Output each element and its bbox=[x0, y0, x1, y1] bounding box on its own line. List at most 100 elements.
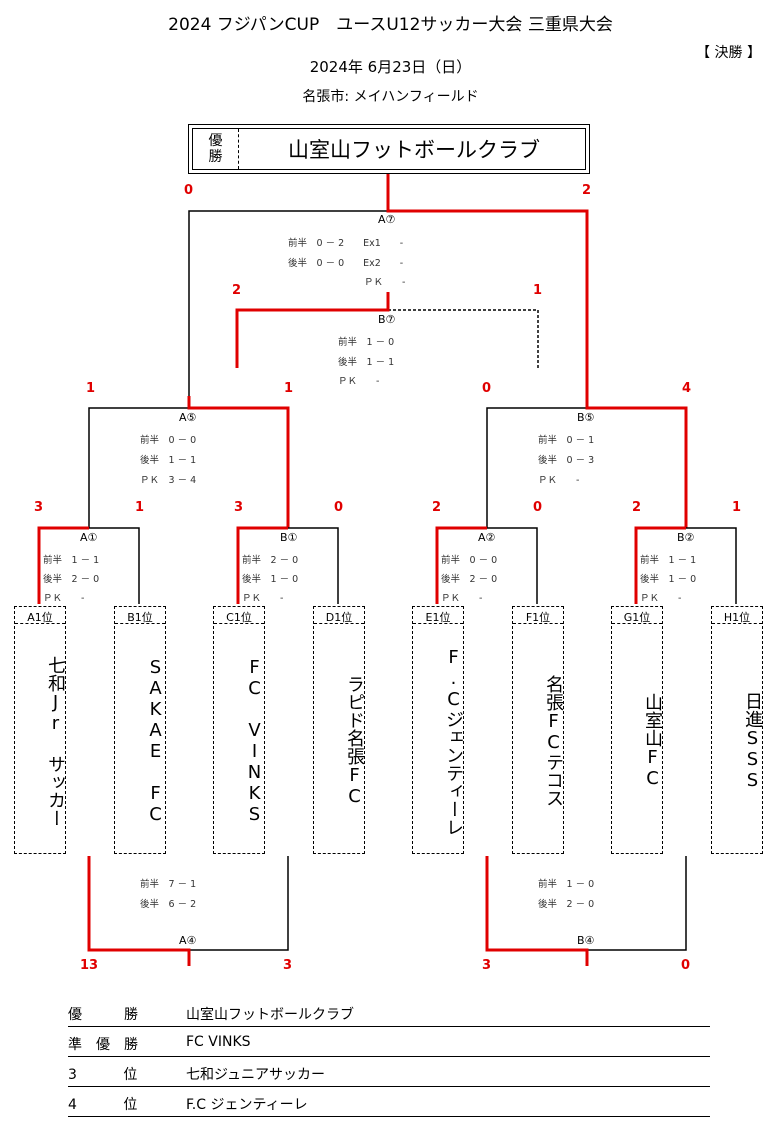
team-box-a1: A1位 七和Jr サッカー bbox=[14, 606, 66, 854]
match-b1-line1: 前半 2 － 0 bbox=[242, 555, 299, 566]
score-a7-left: 0 bbox=[184, 183, 194, 198]
result-label: 準 優 勝 bbox=[68, 1037, 138, 1053]
score-a5-right: 1 bbox=[284, 381, 294, 396]
score-a2-left: 2 bbox=[432, 500, 442, 515]
result-label: 4 位 bbox=[68, 1097, 138, 1113]
match-a5-line1: 前半 0 － 0 bbox=[140, 435, 197, 446]
match-a1-line2: 後半 2 － 0 bbox=[43, 574, 100, 585]
team-name: 山室山FC bbox=[642, 693, 663, 789]
match-a5-line2: 後半 1 － 1 bbox=[140, 455, 197, 466]
match-a4-line1: 前半 7 － 1 bbox=[140, 879, 197, 890]
match-b5-line2: 後半 0 － 3 bbox=[538, 455, 595, 466]
team-rank: F1位 bbox=[525, 611, 551, 624]
match-b1-line2: 後半 1 － 0 bbox=[242, 574, 299, 585]
match-a7-line2: 後半 0 － 0 Ex2 - bbox=[288, 258, 404, 269]
match-label-b1: B① bbox=[280, 531, 298, 544]
match-b4-line1: 前半 1 － 0 bbox=[538, 879, 595, 890]
stage-label: 【 決勝 】 bbox=[696, 45, 761, 61]
score-b1-left: 3 bbox=[234, 500, 244, 515]
match-label-a1: A① bbox=[80, 531, 98, 544]
score-b2-right: 1 bbox=[732, 500, 742, 515]
match-b1-line3: ＰＫ - bbox=[242, 593, 284, 604]
team-rank: A1位 bbox=[27, 611, 53, 624]
match-a2-line2: 後半 2 － 0 bbox=[441, 574, 498, 585]
team-name: 日進SSS bbox=[742, 691, 763, 791]
score-b4-right: 0 bbox=[681, 958, 691, 973]
page-title: 2024 フジパンCUP ユースU12サッカー大会 三重県大会 bbox=[168, 15, 613, 35]
match-a1-line1: 前半 1 － 1 bbox=[43, 555, 100, 566]
score-a2-right: 0 bbox=[533, 500, 543, 515]
team-rank: C1位 bbox=[226, 611, 252, 624]
score-b7-right: 1 bbox=[533, 283, 543, 298]
champion-name: 山室山フットボールクラブ bbox=[288, 138, 540, 162]
team-name: ラピド名張FC bbox=[344, 675, 365, 807]
result-value: 山室山フットボールクラブ bbox=[186, 1007, 354, 1023]
team-box-d1: D1位 ラピド名張FC bbox=[313, 606, 365, 854]
match-b7-line1: 前半 1 － 0 bbox=[338, 337, 395, 348]
team-box-b1: B1位 SAKAE FC bbox=[114, 606, 166, 854]
team-box-h1: H1位 日進SSS bbox=[711, 606, 763, 854]
match-label-b2: B② bbox=[677, 531, 695, 544]
match-a2-line1: 前半 0 － 0 bbox=[441, 555, 498, 566]
match-label-b7: B⑦ bbox=[378, 313, 396, 326]
match-label-b5: B⑤ bbox=[577, 411, 595, 424]
champion-box: 優勝 山室山フットボールクラブ bbox=[188, 124, 590, 174]
match-b2-line2: 後半 1 － 0 bbox=[640, 574, 697, 585]
match-b7-line3: ＰＫ - bbox=[338, 376, 380, 387]
match-a4-line2: 後半 6 － 2 bbox=[140, 899, 197, 910]
team-rank: E1位 bbox=[425, 611, 451, 624]
result-value: 七和ジュニアサッカー bbox=[186, 1067, 326, 1083]
score-b2-left: 2 bbox=[632, 500, 642, 515]
team-name: F.Cジェンティーレ bbox=[443, 646, 464, 836]
match-b7-line2: 後半 1 － 1 bbox=[338, 357, 395, 368]
score-b4-left: 3 bbox=[482, 958, 492, 973]
match-b2-line1: 前半 1 － 1 bbox=[640, 555, 697, 566]
match-a1-line3: ＰＫ - bbox=[43, 593, 85, 604]
score-a4-right: 3 bbox=[283, 958, 293, 973]
result-value: FC VINKS bbox=[186, 1034, 251, 1050]
champion-tag: 優勝 bbox=[193, 129, 239, 169]
score-a7-right: 2 bbox=[582, 183, 592, 198]
result-row-fourth: 4 位 F.C ジェンティーレ bbox=[68, 1086, 710, 1117]
score-b5-left: 0 bbox=[482, 381, 492, 396]
team-name: 七和Jr サッカー bbox=[45, 655, 66, 827]
team-name: 名張FCテコス bbox=[543, 675, 564, 807]
team-name: FC VINKS bbox=[244, 657, 265, 825]
score-a1-right: 1 bbox=[135, 500, 145, 515]
result-label: 3 位 bbox=[68, 1067, 138, 1083]
team-rank: H1位 bbox=[723, 611, 751, 624]
match-label-a2: A② bbox=[478, 531, 496, 544]
match-b2-line3: ＰＫ - bbox=[640, 593, 682, 604]
team-box-c1: C1位 FC VINKS bbox=[213, 606, 265, 854]
match-b5-line1: 前半 0 － 1 bbox=[538, 435, 595, 446]
match-a2-line3: ＰＫ - bbox=[441, 593, 483, 604]
team-box-e1: E1位 F.Cジェンティーレ bbox=[412, 606, 464, 854]
score-b7-left: 2 bbox=[232, 283, 242, 298]
result-value: F.C ジェンティーレ bbox=[186, 1097, 308, 1113]
match-label-a5: A⑤ bbox=[179, 411, 197, 424]
result-row-runner-up: 準 優 勝 FC VINKS bbox=[68, 1026, 710, 1057]
venue: 名張市: メイハンフィールド bbox=[302, 89, 479, 105]
score-b1-right: 0 bbox=[334, 500, 344, 515]
match-a7-line3: ＰＫ - bbox=[288, 277, 406, 288]
score-a5-left: 1 bbox=[86, 381, 96, 396]
score-a4-left: 13 bbox=[80, 958, 99, 973]
score-a1-left: 3 bbox=[34, 500, 44, 515]
match-label-a7: A⑦ bbox=[378, 213, 396, 226]
result-label: 優 勝 bbox=[68, 1007, 138, 1023]
match-a7-line1: 前半 0 － 2 Ex1 - bbox=[288, 238, 404, 249]
team-rank: B1位 bbox=[127, 611, 153, 624]
team-name: SAKAE FC bbox=[145, 657, 166, 825]
match-b5-line3: ＰＫ - bbox=[538, 475, 580, 486]
match-date: 2024年 6月23日（日） bbox=[309, 58, 472, 76]
team-box-g1: G1位 山室山FC bbox=[611, 606, 663, 854]
match-label-b4: B④ bbox=[577, 934, 595, 947]
result-row-third: 3 位 七和ジュニアサッカー bbox=[68, 1056, 710, 1087]
team-rank: G1位 bbox=[623, 611, 651, 624]
team-rank: D1位 bbox=[325, 611, 353, 624]
score-b5-right: 4 bbox=[682, 381, 692, 396]
match-a5-line3: ＰＫ 3 － 4 bbox=[140, 475, 197, 486]
result-row-champion: 優 勝 山室山フットボールクラブ bbox=[68, 996, 710, 1027]
team-box-f1: F1位 名張FCテコス bbox=[512, 606, 564, 854]
